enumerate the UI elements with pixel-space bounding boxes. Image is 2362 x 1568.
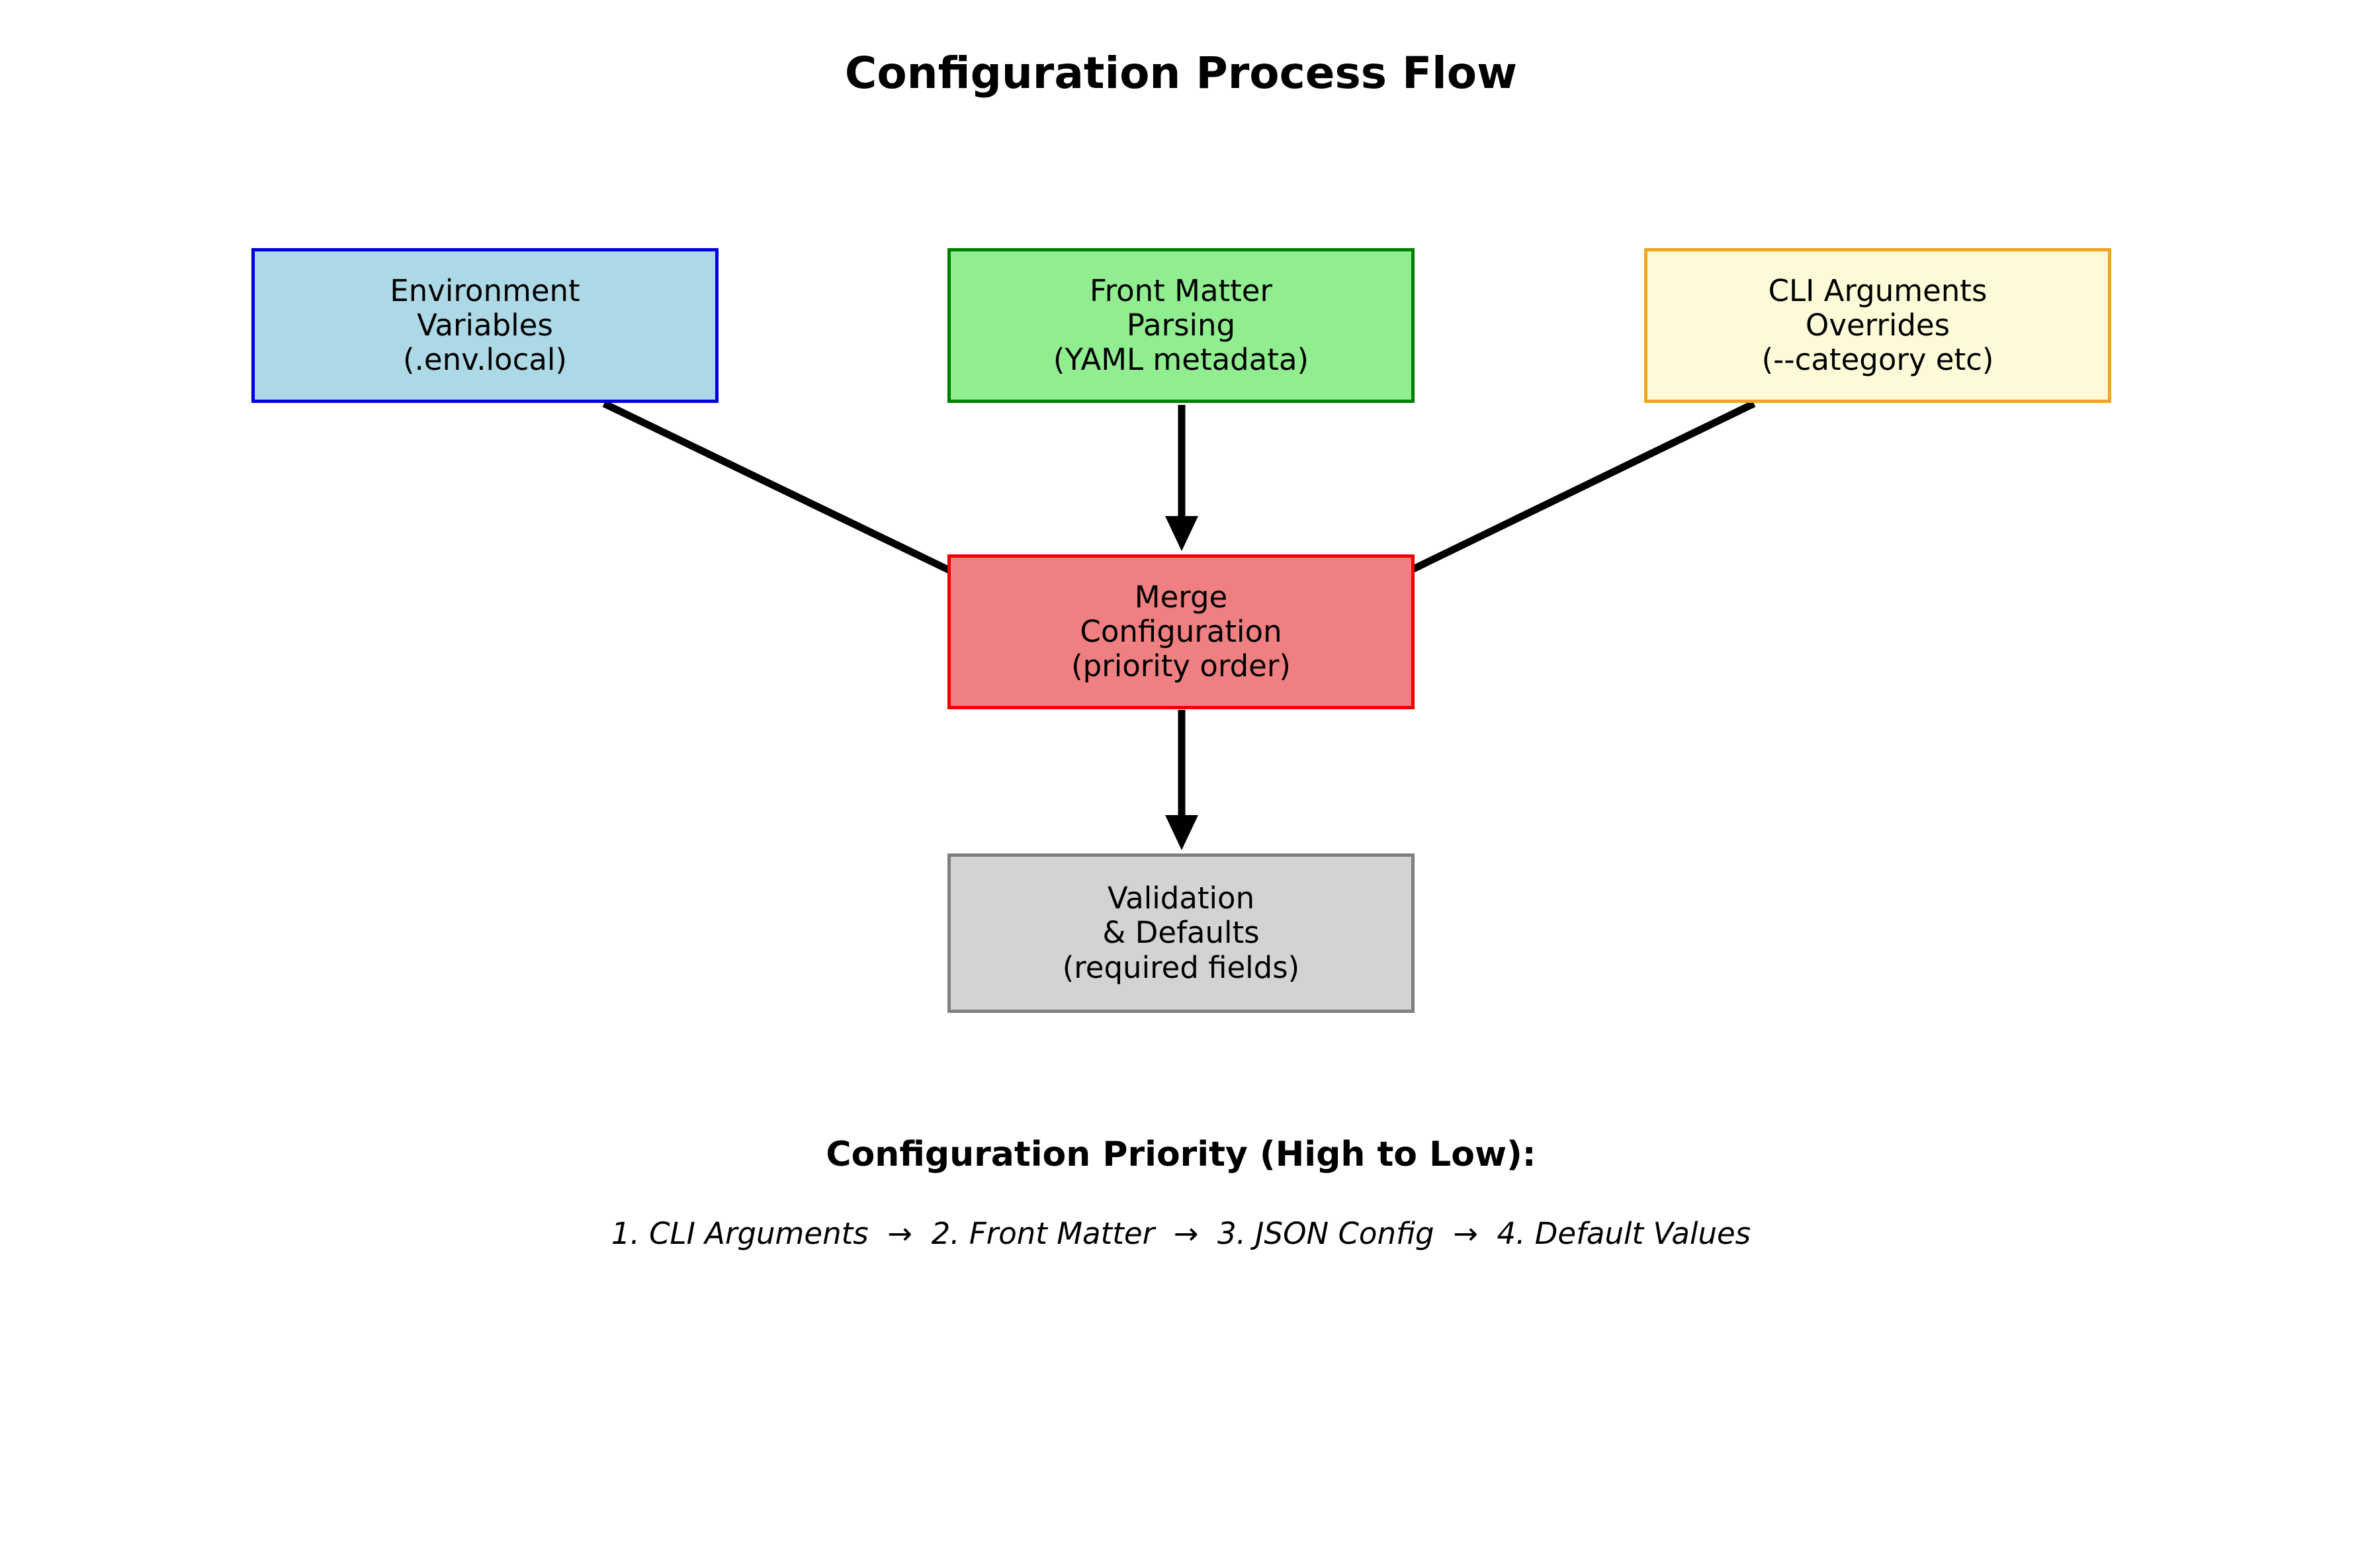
node-front-matter-line-3: (YAML metadata) bbox=[1053, 342, 1309, 378]
node-validation-line-2: & Defaults bbox=[1102, 915, 1260, 951]
node-validation-defaults: Validation & Defaults (required fields) bbox=[947, 853, 1415, 1013]
arrow-front-matter-to-merge bbox=[1165, 405, 1198, 551]
configuration-priority-heading: Configuration Priority (High to Low): bbox=[826, 1135, 1536, 1174]
node-merge-configuration: Merge Configuration (priority order) bbox=[947, 554, 1415, 709]
configuration-priority-list: 1. CLI Arguments → 2. Front Matter → 3. … bbox=[611, 1216, 1751, 1251]
node-merge-line-2: Configuration bbox=[1080, 613, 1282, 649]
node-front-matter-line-1: Front Matter bbox=[1090, 273, 1272, 308]
node-merge-line-1: Merge bbox=[1134, 579, 1228, 615]
node-cli-line-2: Overrides bbox=[1805, 307, 1950, 343]
node-merge-line-3: (priority order) bbox=[1071, 648, 1291, 684]
node-env-line-3: (.env.local) bbox=[403, 342, 567, 378]
node-environment-variables: Environment Variables (.env.local) bbox=[251, 248, 719, 403]
node-cli-arguments-overrides: CLI Arguments Overrides (--category etc) bbox=[1644, 248, 2111, 403]
node-env-line-1: Environment bbox=[390, 273, 580, 308]
node-front-matter-parsing: Front Matter Parsing (YAML metadata) bbox=[947, 248, 1415, 403]
arrow-merge-to-validation bbox=[1165, 710, 1198, 850]
node-cli-line-1: CLI Arguments bbox=[1768, 273, 1988, 308]
node-env-line-2: Variables bbox=[417, 307, 553, 343]
node-cli-line-3: (--category etc) bbox=[1761, 342, 1994, 378]
node-validation-line-3: (required fields) bbox=[1062, 949, 1300, 985]
node-validation-line-1: Validation bbox=[1107, 881, 1255, 916]
node-front-matter-line-2: Parsing bbox=[1126, 307, 1236, 343]
page-title: Configuration Process Flow bbox=[844, 48, 1518, 99]
